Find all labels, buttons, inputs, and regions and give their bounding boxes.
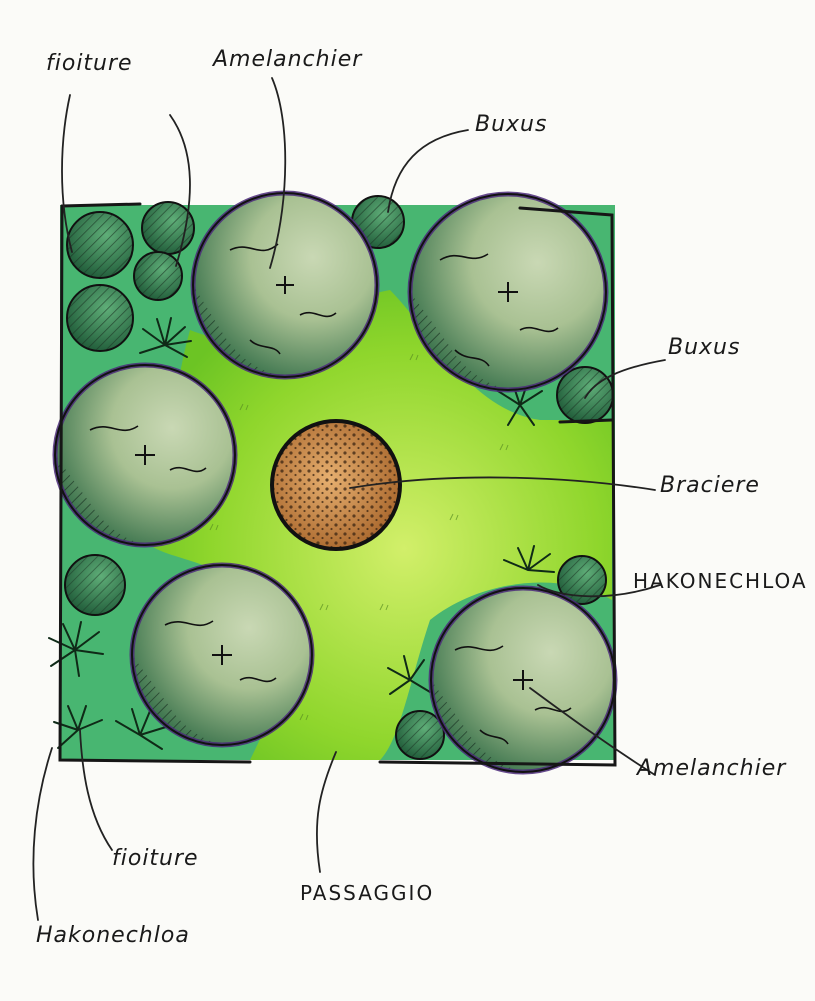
- label-hakonechloa-right: HAKONECHLOA: [633, 569, 808, 593]
- grass-tuft-icon: [53, 705, 103, 749]
- grass-tuft-icon: [115, 708, 167, 750]
- grass-tuft-icon: [497, 380, 543, 426]
- plant-labels: fioiture Amelanchier Buxus Buxus Bracier…: [36, 47, 808, 948]
- tree-bottom-left: [129, 562, 315, 748]
- tree-left-mid: [52, 362, 238, 548]
- shrub-top-left-3: [141, 201, 195, 255]
- shrub-top-left-1: [66, 211, 134, 279]
- shrub-right-low: [557, 555, 607, 605]
- grass-tuft-icon: [139, 317, 192, 358]
- grass-tuft-icon: [503, 545, 555, 573]
- shrub-bottom-mid: [395, 710, 445, 760]
- label-amelanchier-top: Amelanchier: [211, 47, 363, 72]
- shrub-top-left-2: [66, 284, 134, 352]
- label-braciere: Braciere: [660, 473, 760, 498]
- label-fioriture-top: fioiture: [46, 51, 133, 76]
- label-buxus-right: Buxus: [668, 335, 740, 360]
- label-amelanchier-right: Amelanchier: [635, 756, 787, 781]
- grass-tufts: [48, 317, 555, 750]
- label-buxus-top: Buxus: [475, 112, 547, 137]
- grass-tuft-icon: [387, 655, 431, 695]
- tree-top-right: [407, 191, 609, 393]
- label-hakonechloa-bottom: Hakonechloa: [36, 923, 190, 948]
- shrub-left-mid: [64, 554, 126, 616]
- tree-bottom-right: [428, 585, 618, 775]
- shrub-top-left-4: [133, 251, 183, 301]
- grass-texture-marks: [209, 353, 509, 721]
- shrub-group: [64, 195, 614, 760]
- plot-boundary: [58, 202, 617, 767]
- leader-lines: [32, 77, 666, 921]
- brazier-icon: [270, 419, 402, 551]
- label-passaggio: PASSAGGIO: [300, 881, 434, 905]
- label-fioriture-bottom: fioiture: [112, 846, 199, 871]
- tree-top-center: [190, 190, 380, 380]
- buxus-right: [556, 366, 614, 424]
- grass-tuft-icon: [48, 621, 104, 677]
